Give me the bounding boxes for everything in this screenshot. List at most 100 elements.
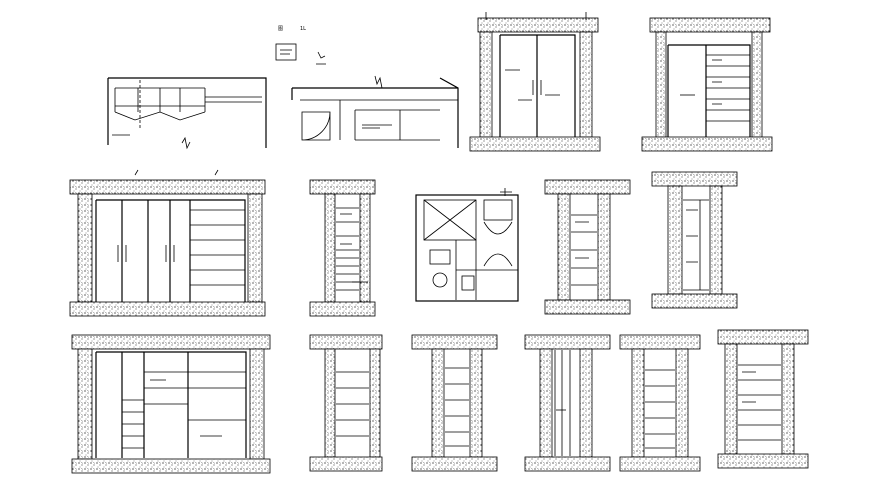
wall-right xyxy=(249,348,265,460)
wall-right xyxy=(675,348,689,458)
shelf-lines xyxy=(336,371,369,437)
section-shelves-a xyxy=(544,179,631,315)
door-handles xyxy=(532,80,542,95)
floor-slab xyxy=(309,456,383,472)
partition-lines xyxy=(455,240,518,300)
wall-right xyxy=(247,193,263,303)
elevation-wardrobe-drawers xyxy=(641,17,773,152)
ceiling-slab xyxy=(69,179,266,195)
leader-notes xyxy=(362,124,392,129)
title-mark xyxy=(316,51,326,65)
floor-slab xyxy=(309,301,376,317)
door-swing xyxy=(301,111,331,141)
plan-view-bathroom xyxy=(415,188,519,302)
title-glyph-2: 1L xyxy=(300,26,306,32)
section-row3-a xyxy=(309,334,383,472)
ceiling-slab xyxy=(309,334,383,350)
annotation-leaders xyxy=(742,371,756,403)
section-row3-e xyxy=(717,329,809,469)
wardrobe-shelves xyxy=(190,209,245,286)
ceiling-slab xyxy=(544,179,631,195)
elevation-wardrobe-row3 xyxy=(71,334,271,474)
title-box-lines xyxy=(280,49,292,55)
north-marker xyxy=(500,188,512,196)
shelf-and-drawer-lines xyxy=(122,371,246,449)
wall-right xyxy=(597,193,611,301)
floor-slab xyxy=(469,136,601,152)
shelf-lines xyxy=(738,364,781,441)
wall-left xyxy=(324,193,336,303)
floor-slab xyxy=(641,136,773,152)
rod-lines xyxy=(554,350,571,456)
wall-right xyxy=(579,348,593,458)
shelf-lines xyxy=(571,214,597,286)
wall-left xyxy=(557,193,571,301)
wall-right xyxy=(781,343,795,455)
ceiling-slab xyxy=(649,17,771,33)
floor-slab xyxy=(411,456,498,472)
ceiling-slab xyxy=(524,334,611,350)
shower-cross xyxy=(423,199,477,241)
counter-cabinets xyxy=(114,87,206,112)
wall-right xyxy=(359,193,371,303)
elevation-large-wardrobe xyxy=(69,169,266,317)
title-box xyxy=(275,43,297,61)
door-leaves xyxy=(499,34,576,137)
wall-right xyxy=(369,348,381,458)
panel-lines xyxy=(683,199,709,291)
wardrobe-panels xyxy=(95,199,246,302)
floor-slab xyxy=(651,293,738,309)
floor-slab xyxy=(717,453,809,469)
ceiling-slab xyxy=(619,334,701,350)
wardrobe-carcass xyxy=(95,351,247,458)
annotation-leaders xyxy=(505,69,560,101)
break-mark-2 xyxy=(374,75,383,89)
annotation-leaders xyxy=(575,221,589,259)
ceiling-slab xyxy=(71,334,271,350)
wall-left xyxy=(539,348,553,458)
floor-slab xyxy=(69,301,266,317)
section-narrow-shelving xyxy=(309,179,376,317)
annotation-leaders xyxy=(150,379,222,437)
section-row3-b xyxy=(411,334,498,472)
counter-rail xyxy=(205,96,262,103)
drawer-pulls xyxy=(712,59,722,105)
shelf-lines xyxy=(336,207,359,291)
section-row3-d xyxy=(619,334,701,472)
ceiling-slab xyxy=(477,17,599,33)
wall-left xyxy=(324,348,336,458)
floor-slab xyxy=(71,458,271,474)
wall-left xyxy=(724,343,738,455)
title-glyph-1: 图 xyxy=(278,26,283,32)
vanity xyxy=(483,199,513,221)
elevation-double-door xyxy=(469,12,601,152)
panel-handles xyxy=(117,245,175,262)
wall-right xyxy=(751,31,763,138)
counter-frame xyxy=(107,77,267,148)
annotation-leaders xyxy=(686,209,698,263)
wall-left xyxy=(655,31,667,138)
ceiling-slab xyxy=(651,171,738,187)
drawer-lines xyxy=(706,54,750,122)
wall-right xyxy=(709,185,723,295)
counter-sink-outline xyxy=(114,111,206,121)
cabinet-frame xyxy=(291,77,459,148)
wall-left xyxy=(77,193,93,303)
door-arcs xyxy=(483,221,513,267)
floor-slab xyxy=(524,456,611,472)
elevation-cabinet-swing xyxy=(291,75,459,148)
wall-left xyxy=(479,31,493,138)
wall-left xyxy=(667,185,683,295)
drawing-title: 图 1L xyxy=(275,26,326,65)
wall-right xyxy=(579,31,593,138)
plan-outline xyxy=(415,194,519,302)
annotation-leaders xyxy=(340,213,368,283)
ceiling-slab xyxy=(717,329,809,345)
toilet-tank xyxy=(429,249,451,265)
shower-area xyxy=(423,199,477,241)
break-mark xyxy=(181,136,191,150)
cabinet-boxes xyxy=(300,99,458,141)
grid-ticks xyxy=(485,12,587,20)
wardrobe-carcass xyxy=(667,44,751,137)
wall-left xyxy=(431,348,445,458)
